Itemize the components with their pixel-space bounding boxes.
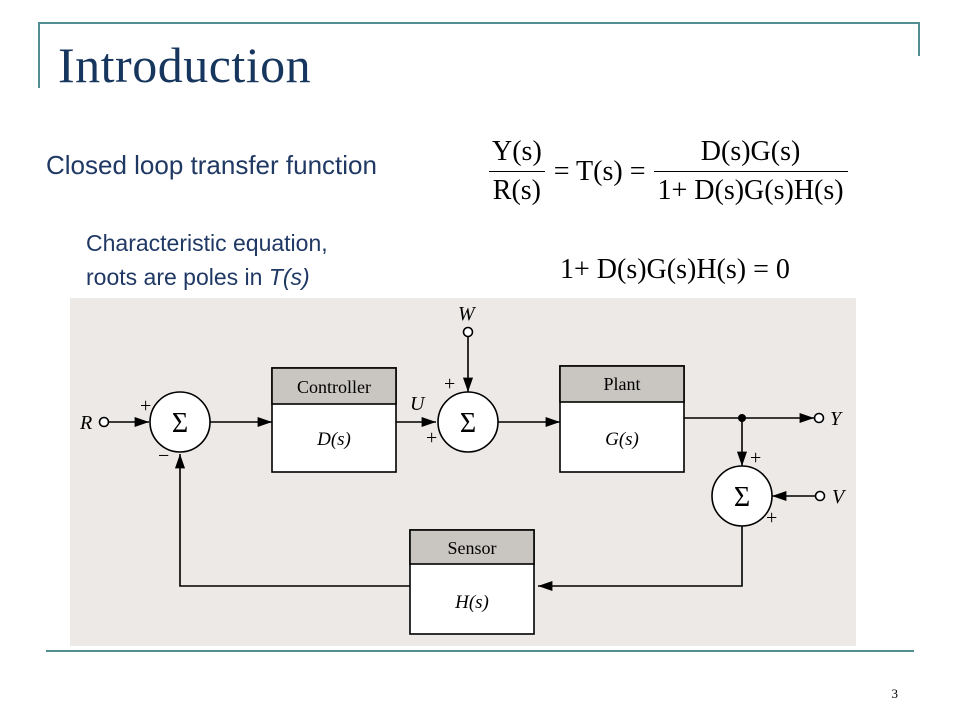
tf-middle: = T(s) = [553,155,646,187]
w-input-terminal [462,326,474,338]
char-line-1: Characteristic equation, [86,230,328,256]
frame-right-line [918,22,920,56]
sum3-plus-sign-right: + [766,507,777,529]
frame-bottom-line [46,650,914,652]
characteristic-text: Characteristic equation, roots are poles… [86,226,328,294]
sensor-tf: H(s) [454,592,489,613]
sum2-plus-sign-top: + [444,373,455,395]
plant-tf: G(s) [605,429,639,450]
tf-lhs-denominator: R(s) [488,171,545,207]
sum2-plus-sign-left: + [426,427,437,449]
sum1-minus-sign: − [158,445,169,467]
sum3-plus-sign-top: + [750,447,761,469]
tf-lhs-numerator: Y(s) [492,136,542,167]
r-label: R [79,412,92,434]
frame-left-line [38,22,40,88]
sensor-to-sum1-arrow [174,454,410,587]
sum2-symbol: Σ [460,408,476,439]
subtitle: Closed loop transfer function [46,150,377,180]
sum1-symbol: Σ [172,408,188,439]
block-diagram-svg: R W U Y V Σ Σ Σ + − + + + + Controller D… [79,303,847,635]
controller-title: Controller [297,377,371,397]
y-label: Y [830,408,843,430]
v-input-terminal [814,490,826,502]
sum3-to-sensor-arrow [538,526,743,592]
char-line-2: roots are poles in T(s) [86,260,328,294]
w-label: W [458,303,477,325]
sensor-header [409,529,535,565]
plant-title: Plant [603,374,640,394]
y-output-terminal [813,412,825,424]
page-number: 3 [891,686,899,701]
frame-top-line [38,22,920,24]
tf-lhs-fraction: Y(s) R(s) [488,136,546,207]
sum3-symbol: Σ [734,482,750,513]
controller-tf: D(s) [316,429,351,450]
u-label: U [410,393,426,415]
characteristic-equation: 1+ D(s)G(s)H(s) = 0 [560,254,790,285]
v-label: V [832,486,847,508]
block-diagram: R W U Y V Σ Σ Σ + − + + + + Controller D… [70,298,856,646]
sum1-plus-sign: + [140,395,151,417]
sensor-title: Sensor [448,538,497,558]
tf-rhs-numerator: D(s)G(s) [700,136,801,167]
r-input-terminal [98,416,110,428]
tf-rhs-fraction: D(s)G(s) 1+ D(s)G(s)H(s) [653,136,848,207]
char-line-2-italic: T(s) [268,264,310,290]
plant-header [559,365,685,403]
controller-header [271,367,397,405]
transfer-function-equation: Y(s) R(s) = T(s) = D(s)G(s) 1+ D(s)G(s)H… [488,136,848,207]
tf-rhs-denominator: 1+ D(s)G(s)H(s) [653,171,848,207]
char-line-2-prefix: roots are poles in [86,264,269,290]
slide-title: Introduction [58,37,312,93]
